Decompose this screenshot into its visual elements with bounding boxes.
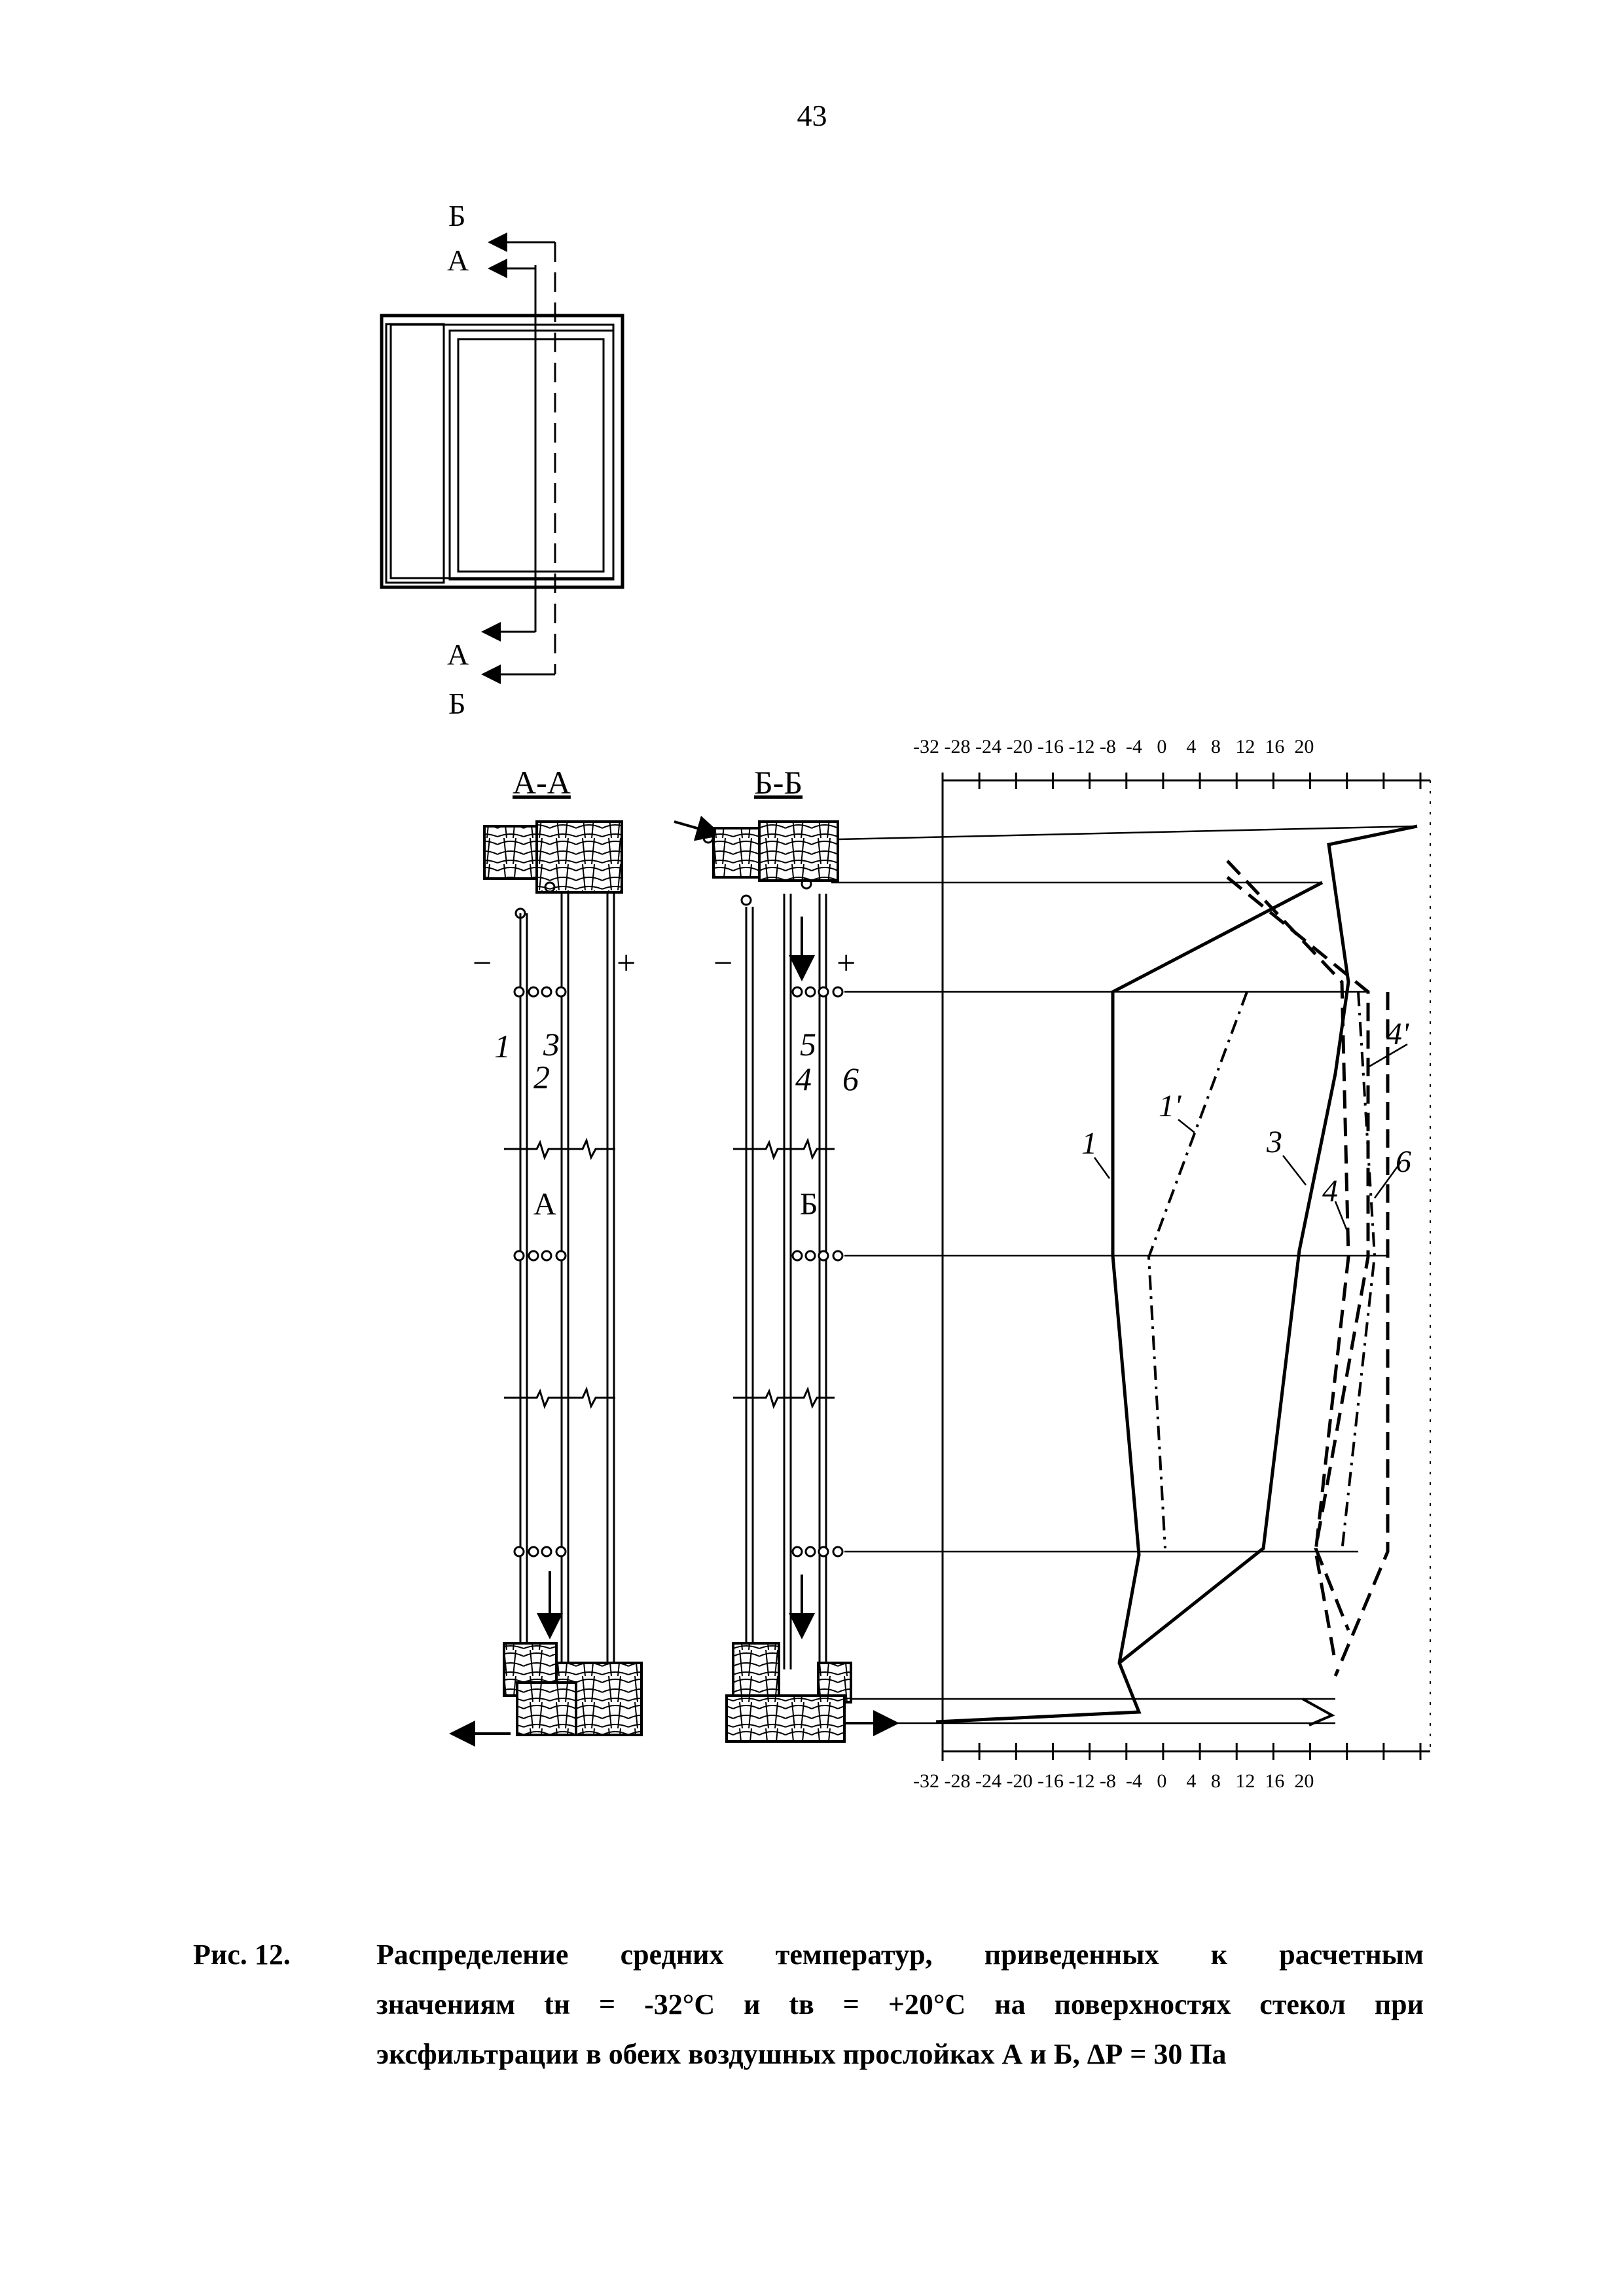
projection-lines [831, 825, 1418, 1724]
temperature-chart: -32 -28 -24 -20 -16 -12 -8 -4 0 4 8 12 1… [831, 736, 1431, 1792]
caption-line-2: значениям tн = -32°С и tв = +20°С на пов… [376, 1988, 1424, 2020]
curve-bottom-segment [1302, 1698, 1335, 1726]
glass-label-6: 6 [842, 1061, 859, 1097]
gap-label-a: А [533, 1187, 556, 1222]
plan-label-a-bottom: А [447, 638, 469, 671]
page-number: 43 [797, 99, 827, 132]
chart-bottom-tick-labels: -32 -28 -24 -20 -16 -12 -8 -4 0 4 8 12 1… [913, 1770, 1314, 1792]
caption-line-1: Распределение средних температур, привед… [376, 1939, 1424, 1971]
glass-label-2: 2 [533, 1059, 550, 1095]
section-aa-title: А-А [513, 764, 571, 801]
section-aa-thermocouples [513, 986, 567, 1558]
section-aa-drawing [449, 820, 643, 1747]
section-bb-drawing [702, 820, 899, 1743]
curve-label-4: 4 [1322, 1174, 1338, 1209]
glass-label-3: 3 [543, 1026, 560, 1063]
plan-label-b-top: Б [448, 199, 465, 232]
curve-label-1-prime: 1' [1159, 1089, 1182, 1123]
plan-label-a-top: А [447, 244, 469, 277]
caption-line-3: эксфильтрации в обеих воздушных прослойк… [376, 2038, 1227, 2070]
curve-label-leaders [1093, 1043, 1408, 1235]
plan-label-b-bottom: Б [448, 687, 465, 720]
glass-label-1: 1 [494, 1028, 511, 1065]
curve-3 [1118, 824, 1418, 1664]
figure-12: Б А А Б А-А − + 1 3 2 А Б-Б [380, 199, 1431, 1792]
curve-label-4-prime: 4' [1386, 1017, 1409, 1051]
curve-label-6: 6 [1396, 1144, 1411, 1179]
gap-label-b: Б [800, 1187, 818, 1222]
curve-1 [935, 881, 1324, 1724]
glass-label-4: 4 [795, 1061, 812, 1097]
section-aa-plus: + [617, 945, 636, 982]
chart-top-tick-labels: -32 -28 -24 -20 -16 -12 -8 -4 0 4 8 12 1… [913, 736, 1314, 757]
section-bb-title: Б-Б [754, 764, 803, 801]
curve-4 [1226, 860, 1350, 1664]
caption-label: Рис. 12. [193, 1939, 291, 1971]
chart-ticks [941, 773, 1422, 1760]
section-bb-plus: + [837, 945, 856, 982]
section-bb-minus: − [713, 945, 732, 982]
curve-1-prime [1147, 991, 1248, 1549]
curve-label-3: 3 [1266, 1125, 1282, 1159]
glass-label-5: 5 [800, 1026, 816, 1063]
window-plan [380, 232, 624, 684]
section-aa-minus: − [473, 945, 492, 982]
curve-label-1: 1 [1081, 1126, 1097, 1161]
section-bb-thermocouples [791, 986, 844, 1558]
curve-4-prime [1226, 876, 1370, 1631]
curve-6 [1341, 991, 1377, 1552]
